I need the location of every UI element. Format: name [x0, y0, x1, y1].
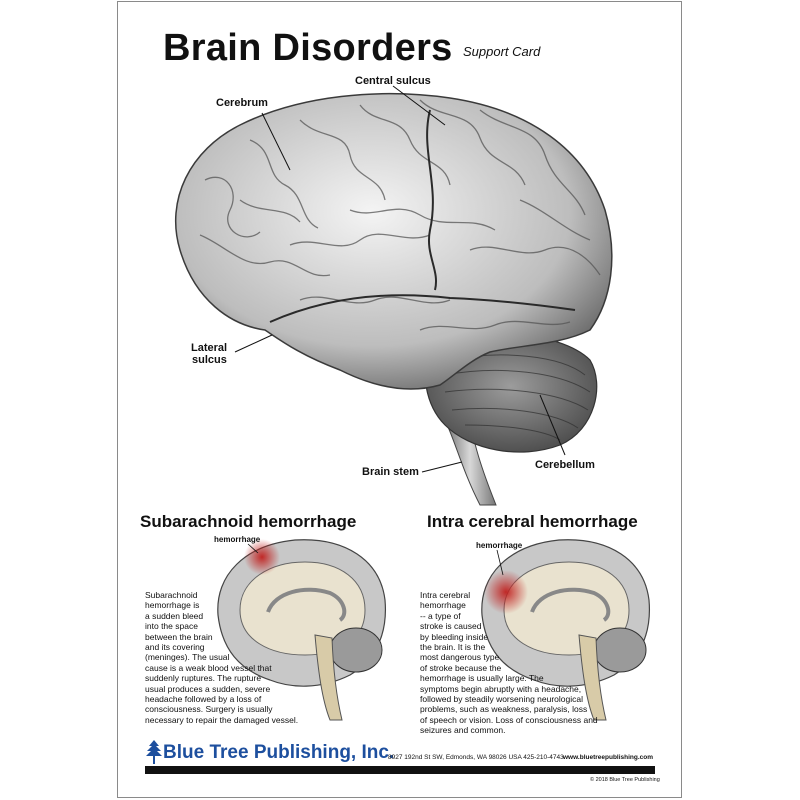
company-address: 8927 192nd St SW, Edmonds, WA 98026 USA …	[388, 754, 564, 761]
subarachnoid-title: Subarachnoid hemorrhage	[140, 512, 357, 531]
company-name: Blue Tree Publishing, Inc.	[163, 742, 395, 763]
cerebellum-folia	[444, 354, 591, 441]
footer-bar	[145, 766, 655, 774]
central-sulcus-line	[426, 109, 437, 291]
label-cerebrum: Cerebrum	[216, 97, 268, 109]
intracerebral-description: Intra cerebral hemorrhage -- a type of s…	[420, 590, 598, 736]
subarachnoid-brain-illustration	[217, 539, 387, 721]
subarachnoid-marker-label: hemorrhage	[214, 535, 261, 544]
label-central-sulcus: Central sulcus	[355, 75, 431, 87]
label-cerebellum: Cerebellum	[535, 459, 595, 471]
page-subtitle: Support Card	[463, 44, 541, 59]
lateral-sulcus-line	[269, 294, 576, 323]
page-title: Brain Disorders	[163, 27, 453, 69]
subarachnoid-description: Subarachnoid hemorrhage is a sudden blee…	[145, 590, 299, 725]
label-lateral: Lateral	[191, 342, 228, 354]
tree-logo-icon	[146, 740, 162, 764]
intracerebral-marker-label: hemorrhage	[476, 541, 523, 550]
cerebrum-gyri	[199, 99, 601, 331]
leader-lines	[234, 85, 566, 473]
subarachnoid-hemorrhage-spot	[244, 539, 280, 575]
intracerebral-brain-illustration	[481, 539, 651, 721]
intracerebral-hemorrhage-spot	[484, 570, 528, 614]
copyright: © 2018 Blue Tree Publishing	[590, 777, 660, 783]
company-website[interactable]: www.bluetreepublishing.com	[563, 754, 654, 761]
label-brain-stem: Brain stem	[362, 466, 419, 478]
label-sulcus: sulcus	[192, 354, 227, 366]
intracerebral-title: Intra cerebral hemorrhage	[427, 512, 638, 531]
